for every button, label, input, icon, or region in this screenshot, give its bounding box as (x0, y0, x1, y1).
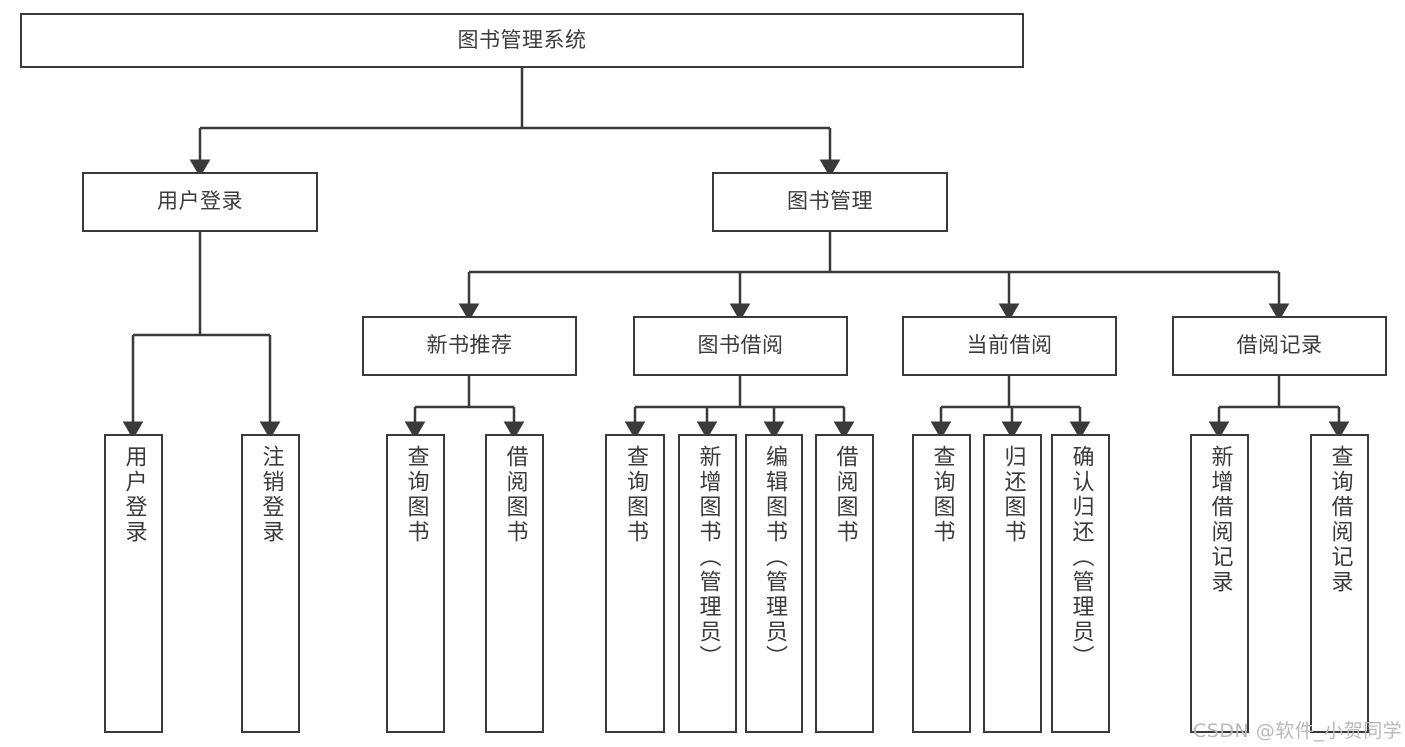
csdn-watermark: CSDN @软件_小贺同学 (1193, 720, 1403, 742)
node-level2-当前借阅-2[interactable]: 当前借阅 (902, 316, 1117, 376)
node-leaf-borrow-record-12[interactable]: 查询借阅记录 (1310, 434, 1369, 733)
node-label: 新增图书（管理员） (695, 445, 721, 670)
node-leaf-new-book-recommend-2[interactable]: 查询图书 (386, 434, 445, 733)
node-leaf-user-login-1[interactable]: 注销登录 (241, 434, 300, 733)
node-leaf-new-book-recommend-3[interactable]: 借阅图书 (485, 434, 544, 733)
node-level2-借阅记录-3[interactable]: 借阅记录 (1172, 316, 1387, 376)
node-label: 当前借阅 (966, 333, 1053, 358)
connector-lines (122, 68, 1350, 440)
node-label: 注销登录 (258, 445, 284, 545)
node-leaf-borrow-record-11[interactable]: 新增借阅记录 (1190, 434, 1249, 733)
node-label: 查询图书 (623, 445, 648, 545)
node-leaf-current-borrow-9[interactable]: 归还图书 (983, 434, 1042, 733)
node-label: 查询图书 (929, 445, 955, 545)
node-label: 借阅记录 (1236, 333, 1323, 358)
node-label: 图书管理系统 (457, 27, 587, 52)
node-label: 新书推荐 (426, 333, 513, 358)
node-label: 图书管理 (787, 189, 873, 214)
node-leaf-book-borrow-4[interactable]: 查询图书 (605, 434, 665, 733)
node-leaf-current-borrow-10[interactable]: 确认归还（管理员） (1051, 434, 1110, 733)
node-leaf-current-borrow-8[interactable]: 查询图书 (912, 434, 971, 733)
node-label: 编辑图书（管理员） (762, 445, 787, 670)
node-leaf-book-borrow-5[interactable]: 新增图书（管理员） (678, 434, 737, 733)
node-root-图书管理系统[interactable]: 图书管理系统 (20, 13, 1024, 68)
node-label: 新增借阅记录 (1207, 445, 1233, 595)
node-label: 查询图书 (403, 445, 429, 545)
node-label: 查询借阅记录 (1327, 445, 1353, 595)
node-level2-新书推荐-0[interactable]: 新书推荐 (362, 316, 577, 376)
node-leaf-book-borrow-7[interactable]: 借阅图书 (815, 434, 874, 733)
node-label: 归还图书 (1000, 445, 1026, 545)
node-label: 用户登录 (121, 445, 147, 545)
node-label: 借阅图书 (502, 445, 528, 545)
node-level1-用户登录-0[interactable]: 用户登录 (82, 172, 318, 232)
node-level1-图书管理-1[interactable]: 图书管理 (712, 172, 948, 232)
node-label: 确认归还（管理员） (1068, 445, 1094, 670)
node-label: 借阅图书 (832, 445, 858, 545)
node-label: 用户登录 (157, 189, 243, 214)
node-leaf-user-login-0[interactable]: 用户登录 (104, 434, 163, 733)
node-label: 图书借阅 (697, 333, 784, 358)
node-leaf-book-borrow-6[interactable]: 编辑图书（管理员） (745, 434, 803, 733)
node-level2-图书借阅-1[interactable]: 图书借阅 (633, 316, 848, 376)
